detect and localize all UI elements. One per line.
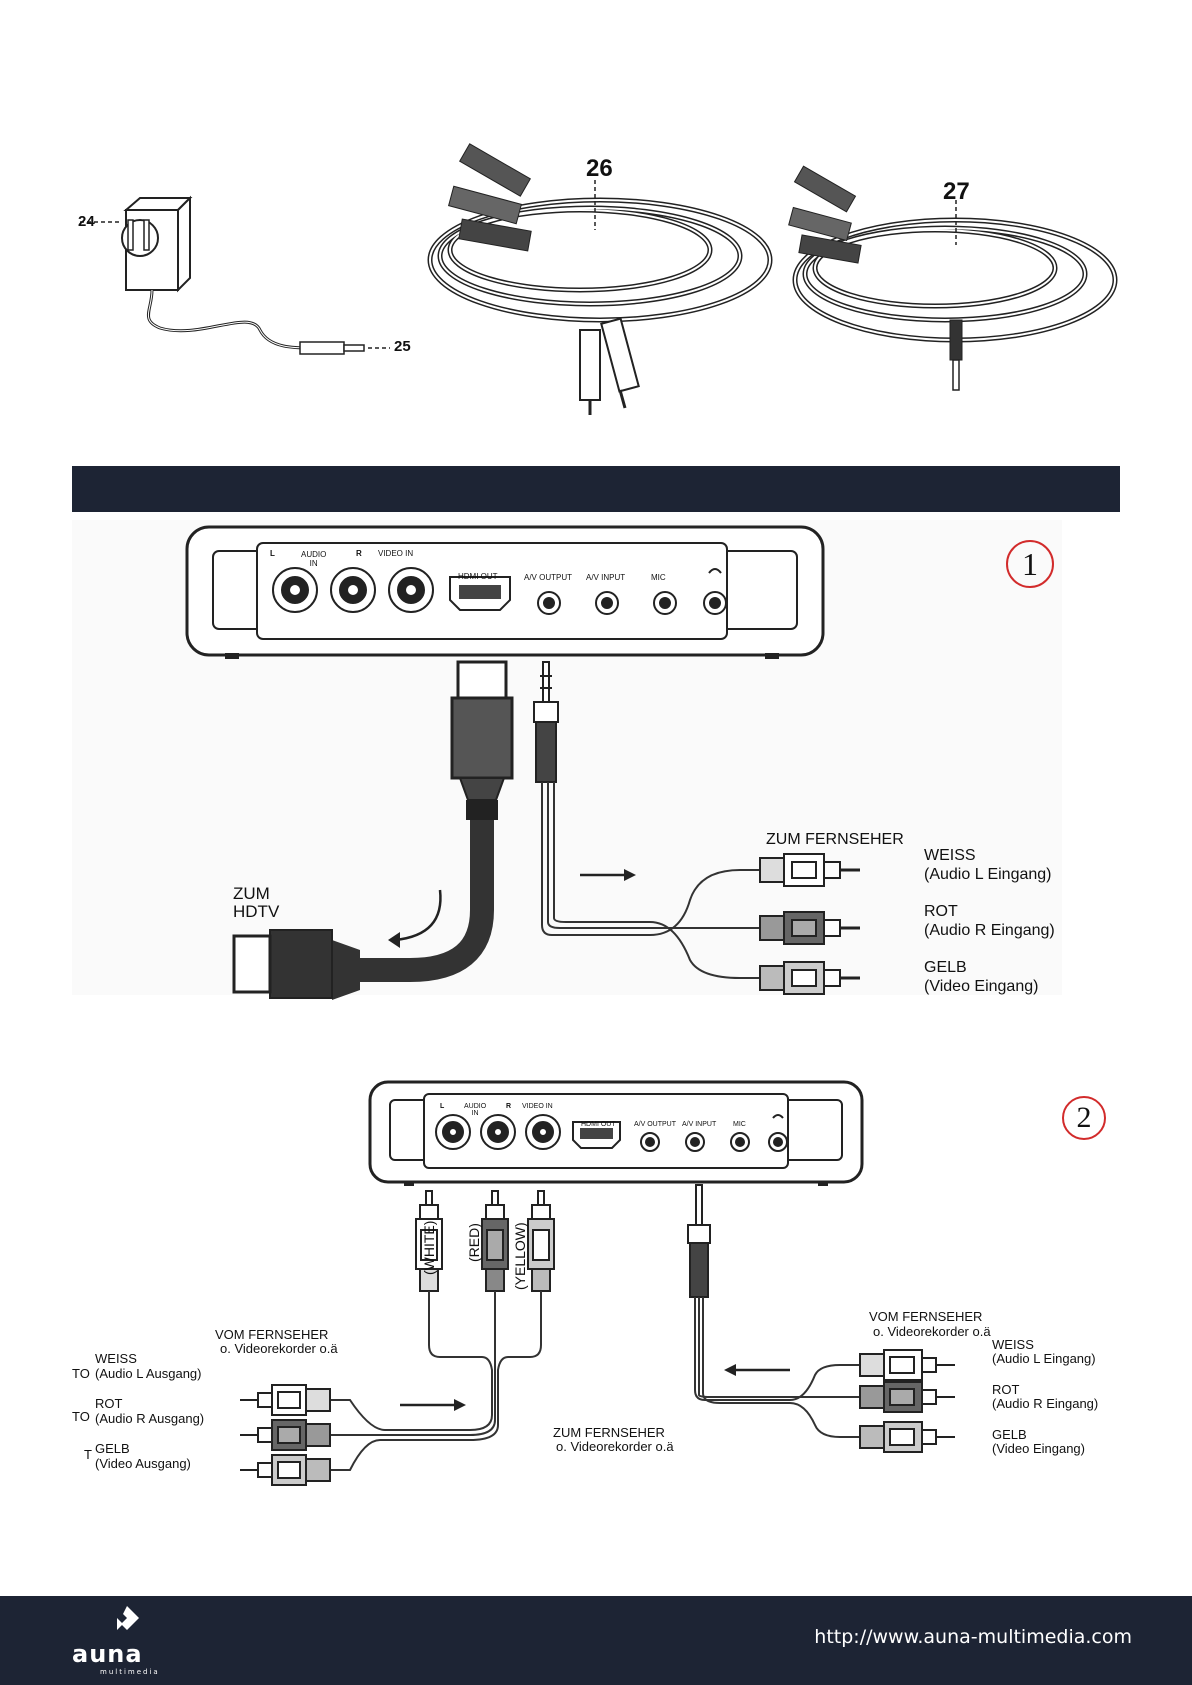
part-number-26: 26 — [586, 155, 613, 182]
diagram2-to-tv-1: ZUM FERNSEHER — [553, 1425, 665, 1440]
av-cable-illustration — [427, 143, 773, 415]
diagram-2-cables — [240, 1184, 955, 1486]
diagram2-left-red-name: ROT — [95, 1396, 123, 1411]
section-header-bar — [72, 466, 1120, 512]
panel1-hdmi-out-label: HDMI OUT — [458, 572, 498, 581]
diagram-2-number: 2 — [1062, 1096, 1106, 1140]
diagram2-right-white-desc: (Audio L Eingang) — [992, 1351, 1096, 1366]
diagram1-plug-red-name: ROT — [924, 903, 958, 920]
rca-plug-yellow-1 — [759, 961, 860, 995]
rca-plug-red-1 — [759, 911, 860, 945]
diagram1-hdtv-label-1: ZUM — [233, 884, 270, 903]
diagram2-from-tv-1: VOM FERNSEHER — [215, 1327, 329, 1342]
diagram1-plug-yellow-desc: (Video Eingang) — [924, 978, 1039, 995]
panel1-av-output-label: A/V OUTPUT — [524, 573, 573, 582]
panel2-hdmi-out-label: HDMI OUT — [581, 1121, 616, 1128]
diagram1-plug-white-desc: (Audio L Eingang) — [924, 866, 1052, 883]
panel2-r-badge: R — [506, 1103, 512, 1110]
diagram1-plug-red-desc: (Audio R Eingang) — [924, 922, 1055, 939]
part-number-27: 27 — [943, 178, 970, 205]
panel2-video-in-label: VIDEO IN — [522, 1103, 553, 1110]
vertical-label-white: (WHITE) — [421, 1220, 437, 1275]
panel2-l-badge: L — [440, 1103, 445, 1110]
diagram2-left-white-desc: (Audio L Ausgang) — [95, 1366, 202, 1381]
diagram1-tv-label: ZUM FERNSEHER — [766, 831, 904, 848]
diagram2-left-red-prefix: TO — [72, 1409, 90, 1424]
diagram2-left-red-desc: (Audio R Ausgang) — [95, 1411, 205, 1426]
diagram2-to-tv-2: o. Videorekorder o.ä — [556, 1439, 674, 1454]
diagram-1-cables — [232, 660, 860, 1000]
page-footer: auna multimedia http://www.auna-multimed… — [0, 1596, 1192, 1685]
diagram-1-number: 1 — [1006, 540, 1054, 588]
part-number-24: 24 — [78, 213, 95, 230]
diagram2-right-yellow-desc: (Video Eingang) — [992, 1441, 1085, 1456]
panel1-audio-in-label: AUDIO IN — [301, 550, 327, 568]
diagram1-hdtv-label-2: HDTV — [233, 902, 280, 921]
panel2-mic-label: MIC — [733, 1121, 746, 1128]
jack-cable-illustration — [788, 165, 1118, 391]
panel1-video-in-label: VIDEO IN — [378, 549, 414, 558]
brand-name: auna — [72, 1640, 143, 1668]
diagram2-right-from-2: o. Videorekorder o.ä — [873, 1324, 991, 1339]
footer-url-link[interactable]: http://www.auna-multimedia.com — [814, 1626, 1132, 1648]
panel1-r-badge: R — [356, 549, 362, 558]
diagram2-left-white-name: WEISS — [95, 1351, 137, 1366]
auna-logo-icon — [117, 1606, 139, 1630]
rca-plug-white-1 — [759, 853, 860, 887]
panel1-l-badge: L — [270, 549, 275, 558]
diagram2-right-yellow-name: GELB — [992, 1427, 1027, 1442]
brand-subtitle: multimedia — [100, 1668, 160, 1676]
diagram2-left-yellow-desc: (Video Ausgang) — [95, 1456, 191, 1471]
diagram2-right-from-1: VOM FERNSEHER — [869, 1309, 983, 1324]
diagram2-left-yellow-name: GELB — [95, 1441, 130, 1456]
panel2-av-input-label: A/V INPUT — [682, 1121, 717, 1128]
vertical-label-red: (RED) — [466, 1223, 482, 1262]
diagram2-from-tv-2: o. Videorekorder o.ä — [220, 1341, 338, 1356]
diagram2-left-white-prefix: TO — [72, 1366, 90, 1381]
panel2-audio-in-label: AUDIO IN — [464, 1103, 487, 1117]
part-number-25: 25 — [394, 338, 411, 355]
vertical-label-yellow: (YELLOW) — [512, 1222, 528, 1290]
diagram2-right-white-name: WEISS — [992, 1337, 1034, 1352]
panel1-av-input-label: A/V INPUT — [586, 573, 626, 582]
diagram2-left-yellow-prefix: T — [84, 1447, 92, 1462]
panel2-av-output-label: A/V OUTPUT — [634, 1121, 677, 1128]
device-back-panel-2 — [368, 1080, 864, 1186]
diagram2-right-red-desc: (Audio R Eingang) — [992, 1396, 1099, 1411]
panel1-mic-label: MIC — [651, 573, 666, 582]
power-adapter-illustration — [80, 195, 390, 355]
diagram1-plug-yellow-name: GELB — [924, 959, 967, 976]
diagram1-plug-white-name: WEISS — [924, 847, 976, 864]
device-back-panel-1 — [185, 525, 825, 659]
diagram2-right-red-name: ROT — [992, 1382, 1020, 1397]
